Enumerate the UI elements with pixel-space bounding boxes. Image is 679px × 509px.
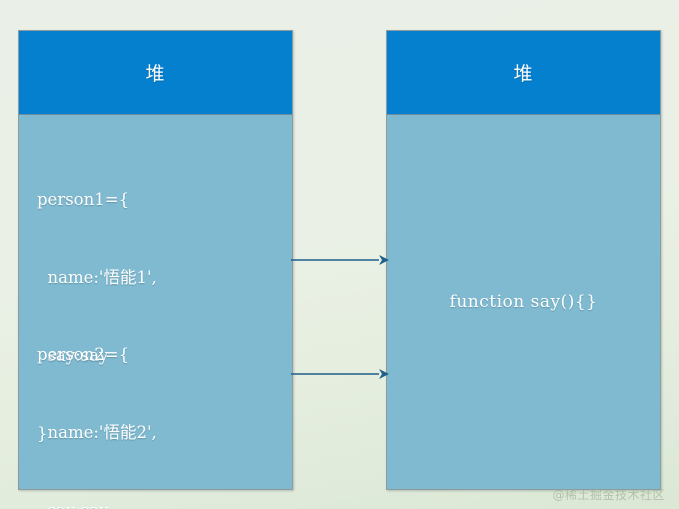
code-line-person2-0: person2={ — [37, 345, 130, 364]
code-block-person1: person1={ name:'悟能1', say:say } — [37, 135, 157, 499]
panel-right-header: 堆 — [387, 31, 660, 115]
arrow-person1-to-say — [291, 255, 389, 265]
code-line-person1-3: } — [37, 424, 48, 443]
code-line-person2-2: say:say — [37, 498, 157, 509]
code-block-person2: person2={ name:'悟能2', say:say } — [37, 290, 157, 509]
code-line-person1-1: name:'悟能1', — [37, 268, 157, 287]
watermark: @稀土掘金技术社区 — [552, 488, 665, 502]
code-line-person1-0: person1={ — [37, 190, 130, 209]
panel-left-header: 堆 — [19, 31, 292, 115]
heap-panel-left: 堆 person1={ name:'悟能1', say:say } person… — [18, 30, 293, 509]
arrow-person2-to-say — [291, 369, 389, 379]
code-line-function-say: function say(){} — [449, 292, 598, 312]
code-line-person2-1: name:'悟能2', — [37, 423, 157, 442]
panel-right-body: function say(){} — [387, 115, 660, 489]
code-block-function-say: function say(){} — [387, 115, 660, 489]
panel-left-header-label: 堆 — [145, 63, 166, 85]
code-line-person1-2: say:say — [37, 346, 109, 365]
heap-panel-right: 堆 function say(){} — [386, 30, 661, 490]
panel-right-header-label: 堆 — [513, 63, 534, 85]
panel-left-body: person1={ name:'悟能1', say:say } person2=… — [19, 115, 292, 509]
